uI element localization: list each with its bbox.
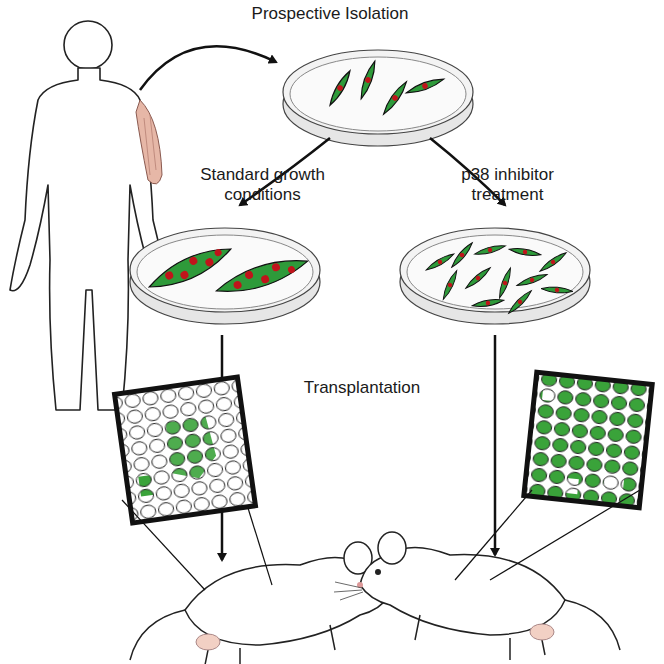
figure-label: Transplantation	[292, 378, 432, 398]
figure-label: Prospective Isolation	[230, 4, 430, 24]
figure-label: p38 inhibitor treatment	[445, 165, 570, 204]
figure-label: Standard growth conditions	[195, 165, 330, 204]
